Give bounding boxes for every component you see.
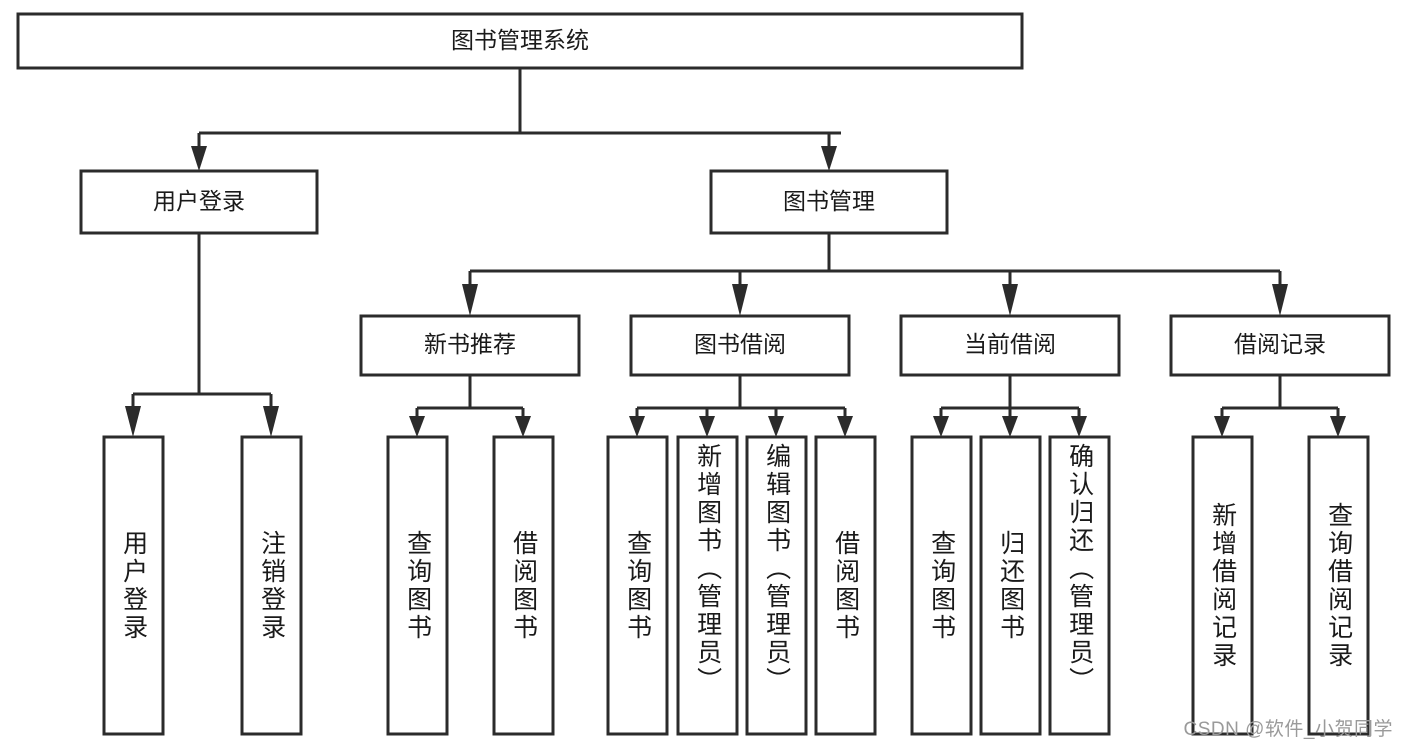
leaf-box-bookborrow-borrow[interactable] (814, 435, 877, 736)
arrow-head-icon (1214, 416, 1230, 437)
node-borrow-record[interactable]: 借阅记录 (1169, 314, 1391, 377)
node-root-box[interactable] (16, 12, 1024, 70)
node-user-login-label: 用户登录 (153, 188, 245, 214)
arrow-head-icon (1002, 416, 1018, 437)
leaf-box-bookborrow-query[interactable] (606, 435, 669, 736)
arrow-head-icon (933, 416, 949, 437)
node-root-label: 图书管理系统 (451, 27, 589, 53)
leaf-box-bookborrow-add[interactable] (676, 435, 739, 736)
node-new-book-recommend-label: 新书推荐 (424, 331, 516, 357)
arrow-head-icon (409, 416, 425, 437)
leaf-box-currentborrow-query[interactable] (910, 435, 973, 736)
connector-userlogin-to-leaves (125, 233, 279, 437)
arrow-head-icon (821, 146, 837, 171)
arrow-head-icon (191, 146, 207, 171)
connector-bookborrow-to-leaves (629, 375, 853, 437)
node-current-borrow[interactable]: 当前借阅 (899, 314, 1121, 377)
node-user-login-box[interactable] (79, 169, 319, 235)
node-borrow-record-box[interactable] (1169, 314, 1391, 377)
arrow-head-icon (1071, 416, 1087, 437)
arrow-head-icon (768, 416, 784, 437)
arrow-head-icon (732, 284, 748, 316)
leaf-box-bookborrow-edit[interactable] (745, 435, 808, 736)
leaf-box-newbook-borrow[interactable] (492, 435, 555, 736)
leaf-box-currentborrow-return[interactable] (979, 435, 1042, 736)
arrow-head-icon (1002, 284, 1018, 316)
connector-bookmgmt-to-level3 (462, 233, 1288, 316)
node-book-management-label: 图书管理 (783, 188, 875, 214)
leaf-box-user-login-logout[interactable] (240, 435, 303, 736)
watermark-text: CSDN @软件_小贺同学 (1183, 719, 1393, 740)
connector-root-to-level2 (191, 68, 841, 171)
leaf-box-currentborrow-confirm[interactable] (1048, 435, 1111, 736)
arrow-head-icon (1272, 284, 1288, 316)
node-root-system[interactable]: 图书管理系统 (16, 12, 1024, 70)
arrow-head-icon (263, 406, 279, 437)
node-user-login[interactable]: 用户登录 (79, 169, 319, 235)
node-new-book-recommend-box[interactable] (359, 314, 581, 377)
leaf-box-borrowrecord-query[interactable] (1307, 435, 1370, 736)
node-book-management[interactable]: 图书管理 (709, 169, 949, 235)
connector-newbook-to-leaves (409, 375, 531, 437)
node-book-borrow[interactable]: 图书借阅 (629, 314, 851, 377)
node-book-borrow-box[interactable] (629, 314, 851, 377)
arrow-head-icon (125, 406, 141, 437)
node-current-borrow-label: 当前借阅 (964, 331, 1056, 357)
arrow-head-icon (462, 284, 478, 316)
arrow-head-icon (515, 416, 531, 437)
arrow-head-icon (837, 416, 853, 437)
node-new-book-recommend[interactable]: 新书推荐 (359, 314, 581, 377)
node-borrow-record-label: 借阅记录 (1234, 331, 1326, 357)
connector-currentborrow-to-leaves (933, 375, 1087, 437)
arrow-head-icon (699, 416, 715, 437)
leaf-box-borrowrecord-add[interactable] (1191, 435, 1254, 736)
node-book-management-box[interactable] (709, 169, 949, 235)
leaf-box-newbook-query[interactable] (386, 435, 449, 736)
node-current-borrow-box[interactable] (899, 314, 1121, 377)
arrow-head-icon (629, 416, 645, 437)
leaf-box-user-login-login[interactable] (102, 435, 165, 736)
arrow-head-icon (1330, 416, 1346, 437)
connector-borrowrecord-to-leaves (1214, 375, 1346, 437)
node-book-borrow-label: 图书借阅 (694, 331, 786, 357)
